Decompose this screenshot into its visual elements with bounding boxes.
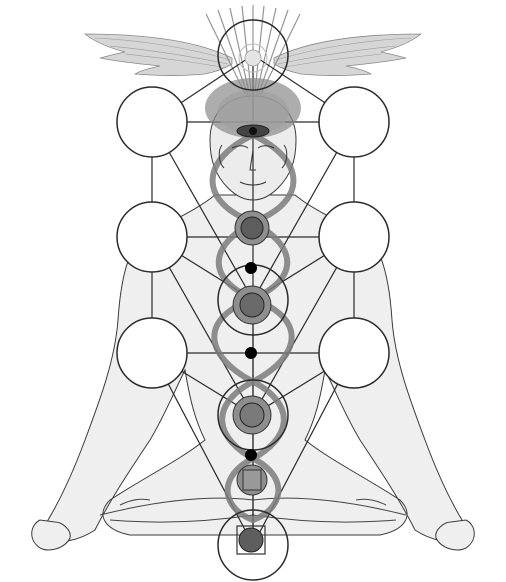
right-wing [273,33,423,76]
serpent-right [215,132,297,523]
sephira-malkuth [217,509,289,581]
serpent-left [209,132,291,523]
chakras [232,210,272,555]
lotus-chakra-icon [234,210,270,246]
sephira-chesed [318,201,390,273]
sephira-geburah [116,201,188,273]
sephira-netzach [318,317,390,389]
right-hand [435,519,475,551]
hands [31,519,475,551]
wings-icon [83,33,423,76]
sephira-chokmah [318,86,390,158]
node [245,262,257,274]
head-aura [205,78,301,138]
sephira-binah [116,86,188,158]
face [218,144,288,186]
left-hand [31,519,71,551]
third-eye-icon [236,124,270,138]
sephirot [116,19,390,581]
sephira-kether [217,19,289,91]
root-square-icon [236,525,266,555]
lotus-chakra-icon [232,285,272,325]
node [245,347,257,359]
crown-glow [238,43,268,73]
sephira-hod [116,317,188,389]
lotus-chakra-icon [236,464,268,496]
path-nodes [245,262,257,461]
node [245,449,257,461]
serpent-icon [209,132,297,523]
lotus-chakra-icon [232,395,272,435]
left-wing [83,33,233,76]
torso-and-arms [39,194,471,543]
